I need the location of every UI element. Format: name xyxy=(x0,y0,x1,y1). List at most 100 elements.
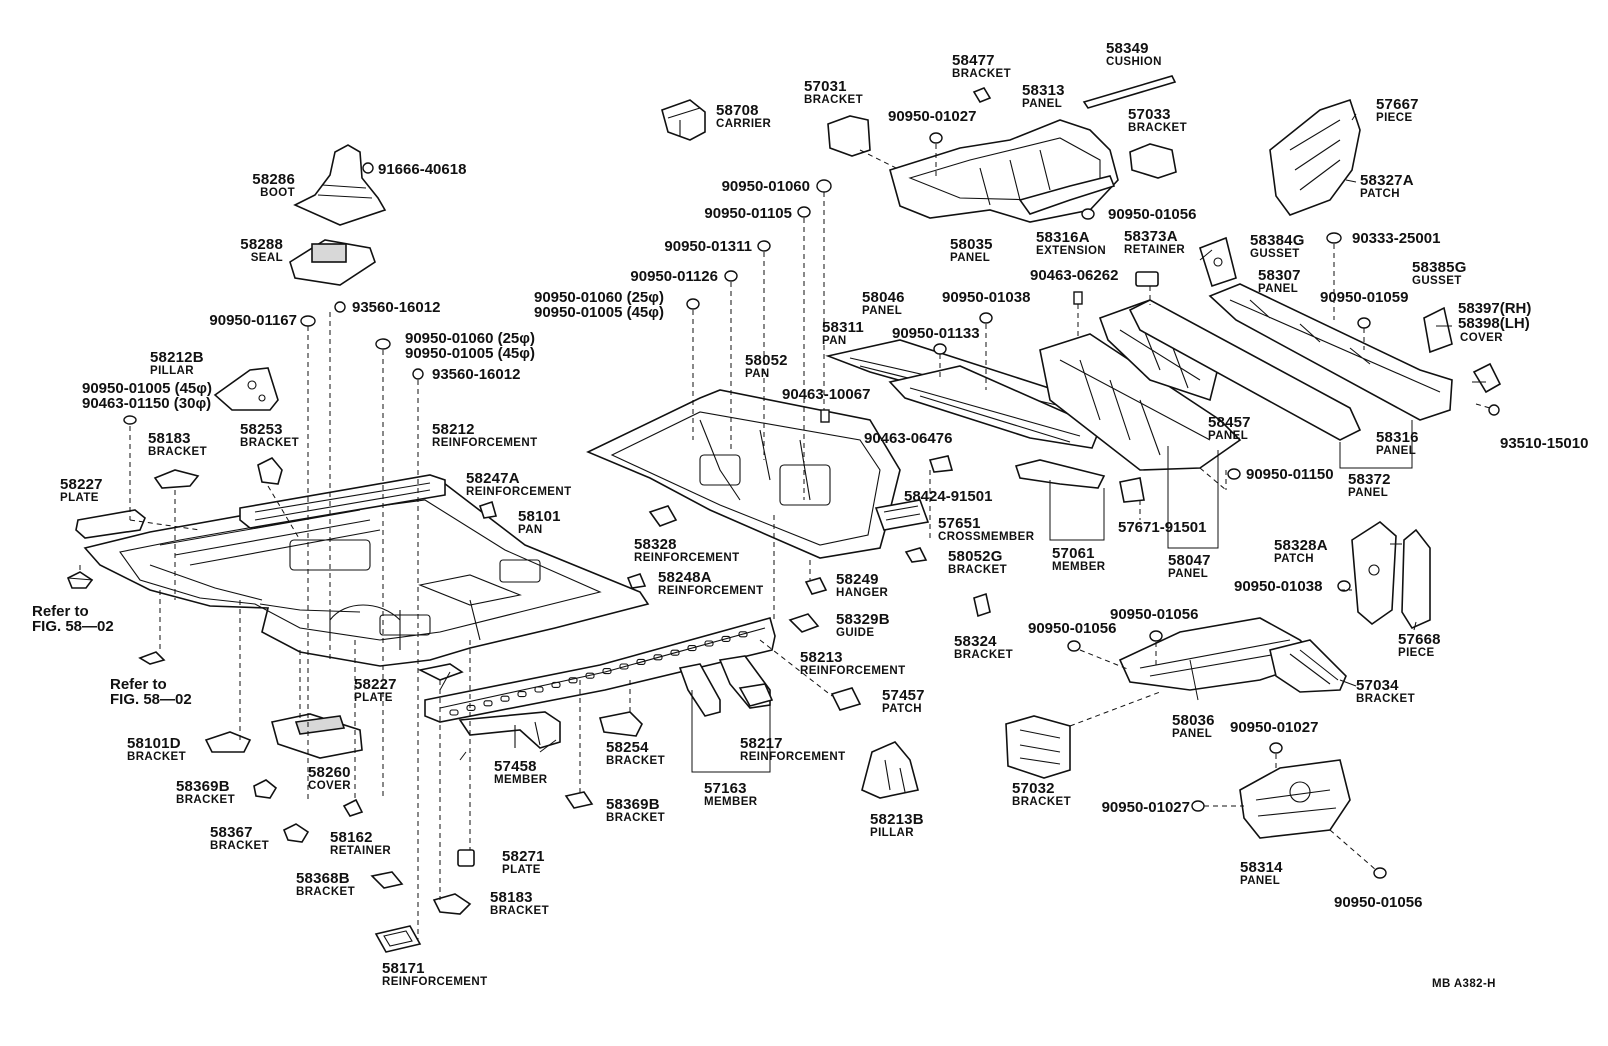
member-hole xyxy=(500,695,510,702)
extension-58316A xyxy=(1018,175,1116,215)
bracket-58101D xyxy=(204,731,252,753)
member-hole xyxy=(551,681,561,688)
label-93560-16012-b: 93560-16012 xyxy=(432,366,521,383)
plug-90950-01060-d xyxy=(686,298,700,310)
bracket-58052G xyxy=(904,547,928,563)
member-hole xyxy=(585,672,595,679)
member-hole xyxy=(670,649,680,656)
member-hole xyxy=(517,691,527,698)
panel-58314 xyxy=(1239,759,1351,839)
solid-leaders xyxy=(67,113,1486,773)
bracket-57033 xyxy=(1129,143,1177,179)
member-hole xyxy=(466,704,476,711)
member-hole xyxy=(653,654,663,661)
label-90333-25001: 90333-25001 xyxy=(1352,230,1441,247)
bracket-58477 xyxy=(972,87,992,103)
label-90950-01133: 90950-01133 xyxy=(892,325,980,342)
bolt-93510 xyxy=(1488,404,1500,416)
plate-58227-mid xyxy=(417,663,464,681)
seal-58288 xyxy=(289,239,376,286)
carrier-58708 xyxy=(661,99,706,141)
guide-58329B xyxy=(788,613,820,633)
plug-90950-01005-b xyxy=(123,415,137,425)
label-90950-01060-c: 90950-01060 xyxy=(721,178,810,195)
member-hole xyxy=(602,668,612,675)
reinforcement-58248A xyxy=(626,573,647,589)
label-58397-58398: 58397(RH)58398(LH) xyxy=(1458,300,1532,332)
pan-58052 xyxy=(586,389,901,559)
label-90950-01056-a: 90950-01056 xyxy=(1108,206,1197,223)
member-57061 xyxy=(1014,459,1106,489)
label-57671-91501: 57671-91501 xyxy=(1118,519,1207,536)
gusset-58385G xyxy=(1423,306,1453,354)
label-91666-40618: 91666-40618 xyxy=(378,161,467,178)
refer-part-1 xyxy=(66,571,94,589)
label-90950-01027-b: 90950-01027 xyxy=(1230,719,1319,736)
label-93510-15010: 93510-15010 xyxy=(1500,435,1589,452)
plug-90950-01056-d xyxy=(1373,867,1387,879)
reinforcement-58212 xyxy=(239,474,446,529)
clip-90463-10067 xyxy=(820,409,830,423)
refer-part-2 xyxy=(138,651,166,665)
pillar-58213B xyxy=(861,741,919,799)
bracket-58183-top xyxy=(153,469,200,489)
label-90950-01059: 90950-01059 xyxy=(1320,289,1409,306)
plug-90950-01126 xyxy=(724,270,738,282)
plug-90950-01105 xyxy=(797,206,811,218)
label-90950-01038-b: 90950-01038 xyxy=(1234,578,1323,595)
plug-90950-01056-a xyxy=(1081,208,1095,220)
label-90950-01027-c: 90950-01027 xyxy=(1101,799,1190,816)
hanger-90463-06476 xyxy=(928,455,954,473)
label-90950-01311: 90950-01311 xyxy=(664,238,752,255)
member-hole xyxy=(449,709,459,716)
label-90463-10067: 90463-10067 xyxy=(782,386,871,403)
bracket-58367 xyxy=(282,823,310,843)
cover-58260 xyxy=(271,713,363,759)
bracket-58253 xyxy=(257,457,283,485)
plug-90950-01027-a xyxy=(929,132,943,144)
cover-58397 xyxy=(1472,362,1502,394)
bracket-57032 xyxy=(1005,715,1071,779)
bracket-58324 xyxy=(973,592,991,618)
plug-90950-01038-b xyxy=(1337,580,1351,592)
plug-90950-01056-b xyxy=(1149,630,1163,642)
patch-58328A xyxy=(1351,521,1397,626)
panel-58047 xyxy=(1039,333,1242,471)
piece-57668 xyxy=(1401,528,1431,630)
patch-58328 xyxy=(648,505,678,527)
bracket-57671 xyxy=(1119,477,1145,503)
plate-58227-left xyxy=(75,509,146,539)
